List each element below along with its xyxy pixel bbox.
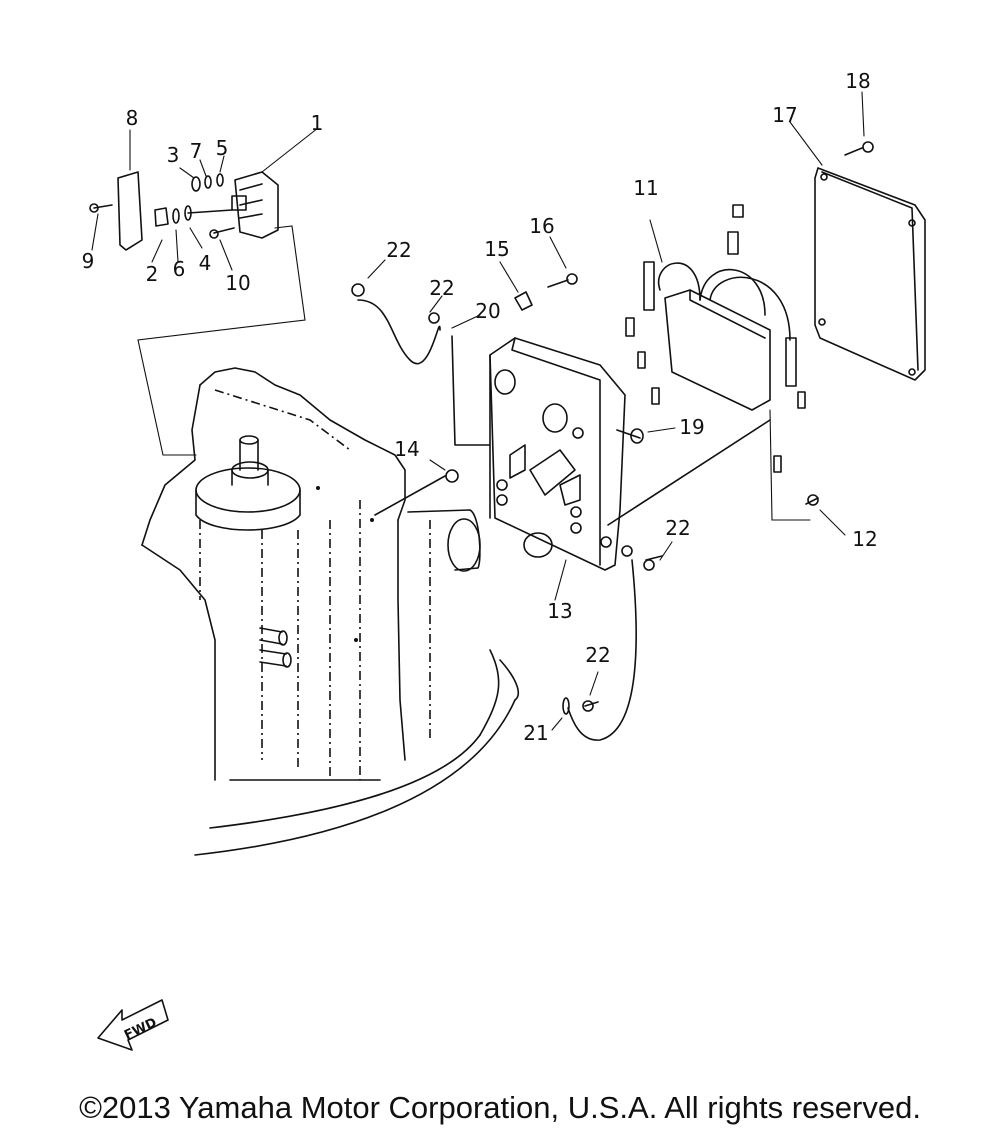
callout-12: 12 [852, 527, 877, 551]
hardware-12-22 [351, 236, 846, 741]
callout-14: 14 [394, 437, 419, 461]
callout-6: 6 [173, 257, 186, 281]
callout-1: 1 [311, 111, 324, 135]
callout-13: 13 [547, 599, 572, 623]
callout-19: 19 [679, 415, 704, 439]
engine-powerhead [141, 367, 519, 856]
fwd-arrow-icon: FWD [97, 999, 169, 1051]
callout-2: 2 [146, 262, 159, 286]
callout-9: 9 [82, 249, 95, 273]
part-11-cdi-unit [625, 204, 811, 521]
callout-20: 20 [475, 299, 500, 323]
copyright-notice: ©2013 Yamaha Motor Corporation, U.S.A. A… [79, 1090, 921, 1125]
callout-22-d: 22 [585, 643, 610, 667]
callout-21: 21 [523, 721, 548, 745]
callout-3: 3 [167, 143, 180, 167]
callout-22-c: 22 [665, 516, 690, 540]
callout-11: 11 [633, 176, 658, 200]
fwd-label: FWD [122, 1015, 159, 1043]
part-17-cover [789, 91, 926, 381]
callout-7: 7 [190, 139, 203, 163]
callout-4: 4 [199, 251, 212, 275]
callout-16: 16 [529, 214, 554, 238]
part-8-cover [117, 129, 143, 251]
callout-18: 18 [845, 69, 870, 93]
callout-22-a: 22 [386, 238, 411, 262]
callout-22-b: 22 [429, 276, 454, 300]
small-hardware-2-10 [89, 155, 235, 271]
callout-17: 17 [772, 103, 797, 127]
callout-5: 5 [216, 136, 229, 160]
part-13-base-plate [489, 337, 626, 601]
callout-15: 15 [484, 237, 509, 261]
part-1-coil [231, 127, 319, 239]
callout-10: 10 [225, 271, 250, 295]
callout-8: 8 [126, 106, 139, 130]
